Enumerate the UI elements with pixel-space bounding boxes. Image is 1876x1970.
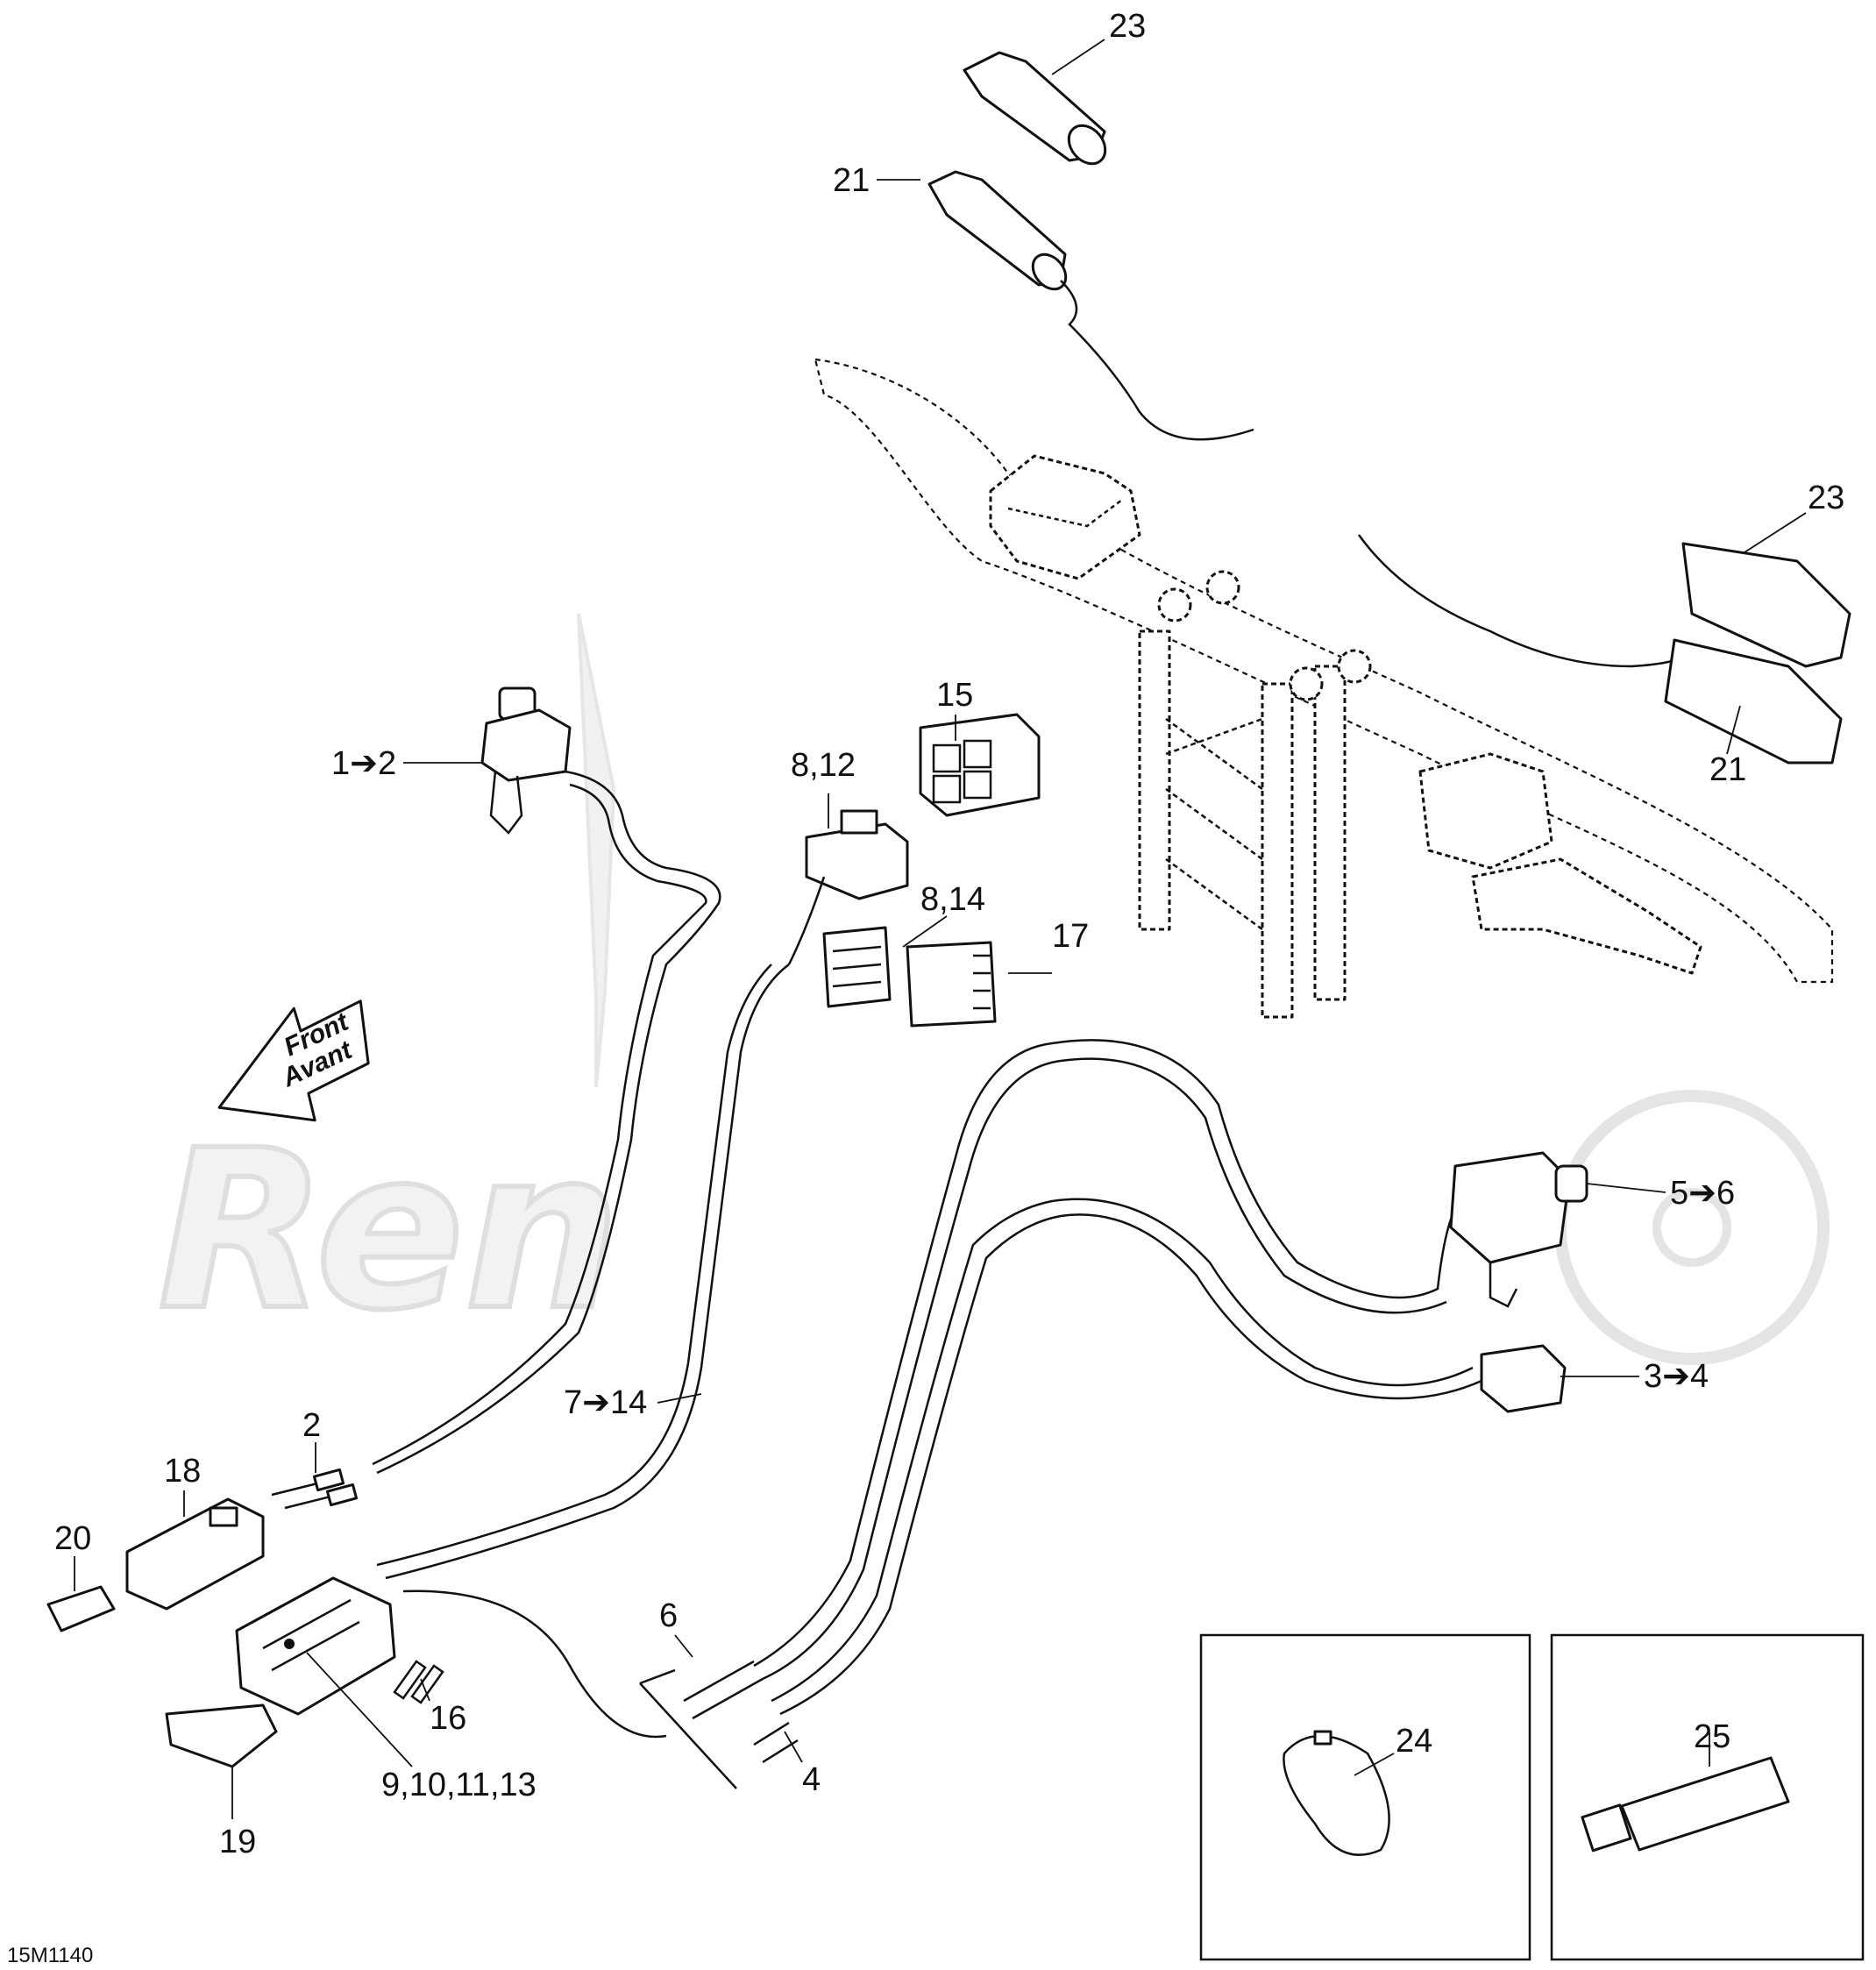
harness-7-14	[376, 964, 790, 1580]
drawing-code: 15M1140	[7, 1944, 93, 1967]
connector-15	[919, 713, 1041, 817]
callout-6: 6	[659, 1597, 678, 1634]
callout-24: 24	[1396, 1723, 1432, 1760]
grip-assembly-right	[1357, 534, 1851, 765]
callout-17: 17	[1052, 918, 1089, 955]
callout-23-top: 23	[1109, 8, 1146, 45]
front-arrow-icon: Front Avant	[217, 999, 370, 1122]
callout-5-6: 5➔6	[1670, 1175, 1735, 1212]
switch-5-6	[1449, 1151, 1588, 1308]
connector-8-12	[787, 809, 909, 965]
callout-15: 15	[936, 677, 973, 714]
callout-1-2: 1➔2	[331, 745, 396, 782]
callout-3-4: 3➔4	[1644, 1358, 1709, 1395]
grip-23-top	[963, 51, 1107, 166]
callout-8-14: 8,14	[920, 881, 985, 918]
callout-21-right: 21	[1709, 751, 1746, 788]
plug-20	[46, 1585, 116, 1632]
left-switch-housing	[989, 454, 1141, 580]
watermark-wheel-icon	[1554, 1090, 1830, 1365]
grip-heater-21-top	[927, 170, 1254, 441]
connector-18	[125, 1497, 265, 1611]
watermark-spire-icon	[577, 613, 616, 1088]
kit-box-25	[1550, 1633, 1865, 1961]
terminals-2	[271, 1468, 359, 1510]
callout-23-right: 23	[1808, 480, 1844, 516]
handlebar-riser	[1138, 570, 1372, 1019]
watermark: Ren	[155, 613, 1830, 1365]
leader-lines	[74, 39, 1807, 1819]
connector-17	[906, 941, 997, 1028]
terminals-6-4	[639, 1660, 799, 1789]
wedge-19	[165, 1703, 278, 1768]
connector-9-10-11-13	[235, 1576, 667, 1739]
watermark-text: Ren	[158, 1103, 621, 1358]
handlebar	[814, 358, 1834, 984]
callout-2: 2	[302, 1407, 321, 1444]
callout-8-12: 8,12	[791, 747, 856, 784]
connector-8-14	[822, 926, 892, 1008]
tube-25	[1581, 1756, 1790, 1853]
cable-tie-24	[1283, 1730, 1390, 1856]
callout-9-10-11-13: 9,10,11,13	[381, 1767, 537, 1803]
callout-16: 16	[430, 1700, 466, 1737]
switch-3-4	[1480, 1344, 1567, 1413]
callout-20: 20	[54, 1520, 91, 1557]
harness-right	[753, 1039, 1482, 1716]
callout-25: 25	[1694, 1718, 1730, 1755]
callout-4: 4	[802, 1761, 821, 1798]
callout-7-14: 7➔14	[564, 1384, 647, 1421]
kit-box-24	[1199, 1633, 1531, 1961]
callout-21-top: 21	[833, 162, 870, 199]
callout-19: 19	[219, 1824, 256, 1860]
callout-18: 18	[164, 1453, 201, 1490]
callout-labels: 23 21 23 21 1➔2 15 8,12 8,14 17 5➔6 3➔4 …	[7, 8, 1844, 1967]
brake-master-cylinder	[1418, 752, 1702, 975]
pins-16	[393, 1660, 444, 1704]
